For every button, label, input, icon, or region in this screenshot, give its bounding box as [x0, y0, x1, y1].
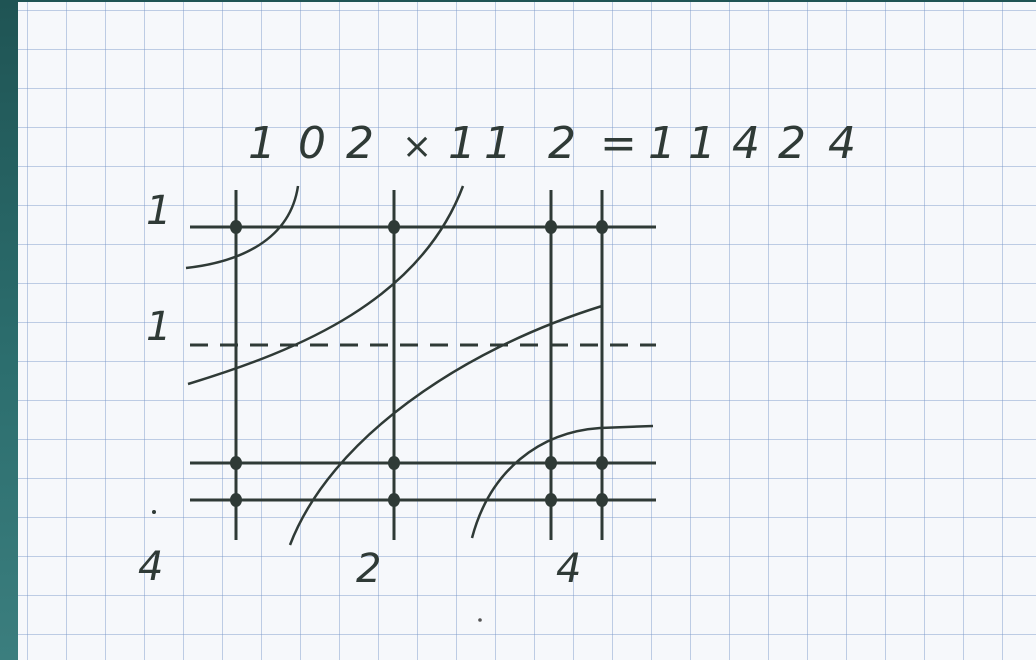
row-label-middle: 1	[146, 304, 171, 350]
row-label-top: 1	[146, 188, 171, 234]
dot	[388, 493, 400, 507]
factor-a-digit-3: 2	[346, 118, 374, 169]
factor-a-digit-1: 1	[248, 118, 276, 169]
diagonal-curves	[185, 185, 654, 546]
dot	[230, 456, 242, 470]
column-label-2: 2	[356, 546, 381, 592]
equals-sign: =	[600, 118, 637, 169]
intersection-dots	[230, 220, 608, 507]
result-digit-5: 4	[828, 118, 856, 169]
result-digit-1: 1	[648, 118, 676, 169]
dot	[230, 493, 242, 507]
dot	[596, 493, 608, 507]
dot	[596, 456, 608, 470]
factor-b-digit-3: 2	[548, 118, 576, 169]
result-digit-3: 4	[732, 118, 760, 169]
result-digit-2: 1	[688, 118, 716, 169]
result-digit-4: 2	[778, 118, 806, 169]
dot	[388, 220, 400, 234]
dot	[596, 220, 608, 234]
factor-a-digit-2: 0	[298, 118, 326, 169]
curve-2	[187, 185, 465, 386]
dot	[230, 220, 242, 234]
dot	[545, 456, 557, 470]
curve-4	[470, 424, 654, 539]
horizontal-lines	[190, 225, 656, 502]
column-labels: 2 4	[356, 546, 581, 592]
dot	[545, 220, 557, 234]
tick-mark	[152, 510, 156, 514]
multiply-sign: ×	[402, 126, 432, 167]
curve-3	[288, 304, 603, 546]
vertical-lines	[234, 190, 604, 540]
column-label-4: 4	[556, 546, 581, 592]
equation: 1 0 2 × 1 1 2 = 1 1 4 2 4	[248, 118, 856, 169]
factor-b-digit-2: 1	[484, 118, 512, 169]
paper-speck	[478, 618, 482, 622]
dot	[388, 456, 400, 470]
curve-1	[185, 185, 300, 270]
dot	[545, 493, 557, 507]
factor-b-digit-1: 1	[448, 118, 476, 169]
graph-paper	[18, 2, 1036, 660]
row-label-bottom: 4	[138, 544, 163, 590]
row-labels: 1 1 4	[138, 188, 171, 590]
